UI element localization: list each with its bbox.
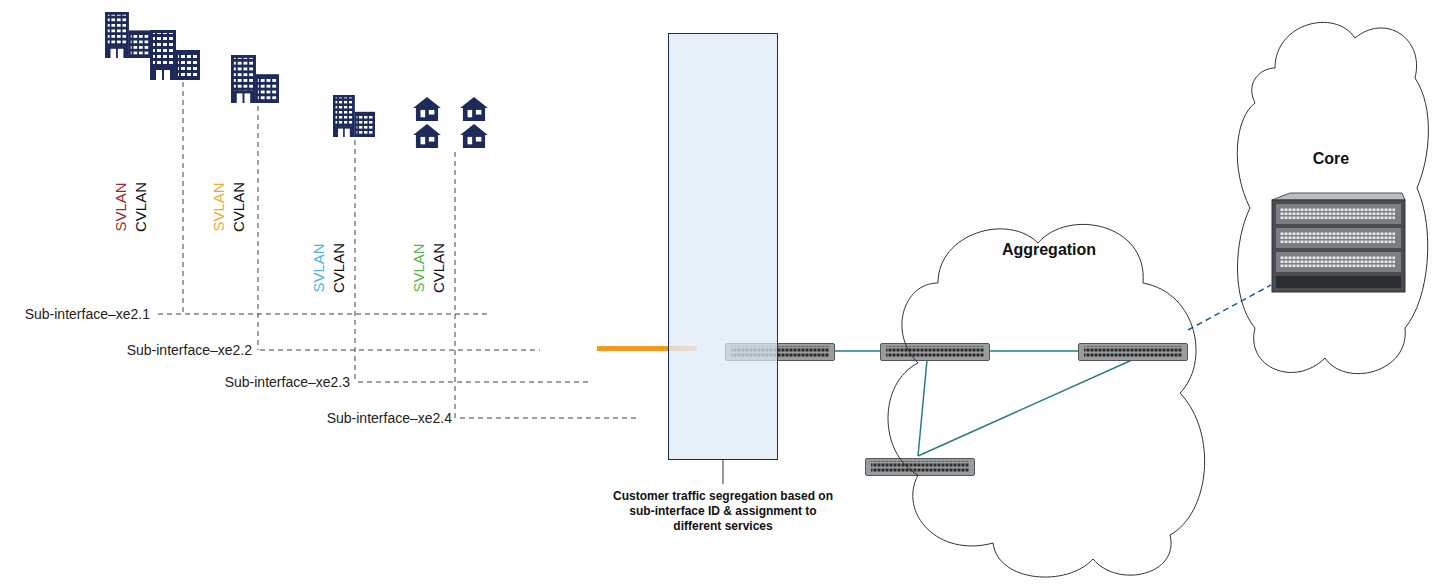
access-lines (158, 82, 640, 418)
vlan-tag-label: CVLAN (132, 182, 149, 232)
cloud-outline (878, 213, 1220, 585)
vlan-tag-label: SVLAN (310, 243, 327, 292)
caption-text: Customer traffic segregation based on su… (608, 489, 838, 534)
cloud-outline-path (1237, 22, 1428, 373)
vlan-tag-label: CVLAN (430, 243, 447, 293)
cloud-outline-path (888, 224, 1205, 577)
core-cloud: Core (1235, 8, 1427, 386)
aggregation-switch (866, 459, 975, 476)
aggregation-switch (1079, 344, 1188, 361)
office-building-icon (333, 95, 375, 137)
cloud-outline (1235, 8, 1427, 386)
sub-interface-label: Sub-interface–xe2.3 (225, 374, 350, 390)
dashed-connector (1188, 285, 1271, 330)
core-router (1272, 193, 1405, 292)
house-icon (413, 97, 441, 121)
vlan-tag-label: CVLAN (230, 182, 247, 232)
aggregation-switch (881, 344, 990, 361)
house-icon (460, 124, 488, 148)
cloud-title: Core (1235, 150, 1427, 168)
office-building-icon (150, 30, 200, 80)
vlan-tag-label: CVLAN (330, 243, 347, 293)
aggregation-cloud: Aggregation (878, 213, 1220, 585)
switch-links (835, 351, 1132, 456)
sub-interface-label: Sub-interface–xe2.1 (25, 306, 150, 322)
vlan-tag-label: SVLAN (410, 243, 427, 292)
vlan-tag-label: SVLAN (210, 182, 227, 231)
leader-line (723, 460, 724, 484)
vlan-tag-label: SVLAN (112, 182, 129, 231)
office-building-icon (231, 55, 279, 103)
house-icon (460, 97, 488, 121)
sub-interface-label: Sub-interface–xe2.4 (327, 410, 452, 426)
service-segregation-box: Customer traffic segregation based on su… (668, 33, 778, 460)
cloud-title: Aggregation (878, 241, 1220, 259)
house-icon (413, 124, 441, 148)
sub-interface-label: Sub-interface–xe2.2 (127, 342, 252, 358)
office-building-icon (105, 12, 151, 58)
